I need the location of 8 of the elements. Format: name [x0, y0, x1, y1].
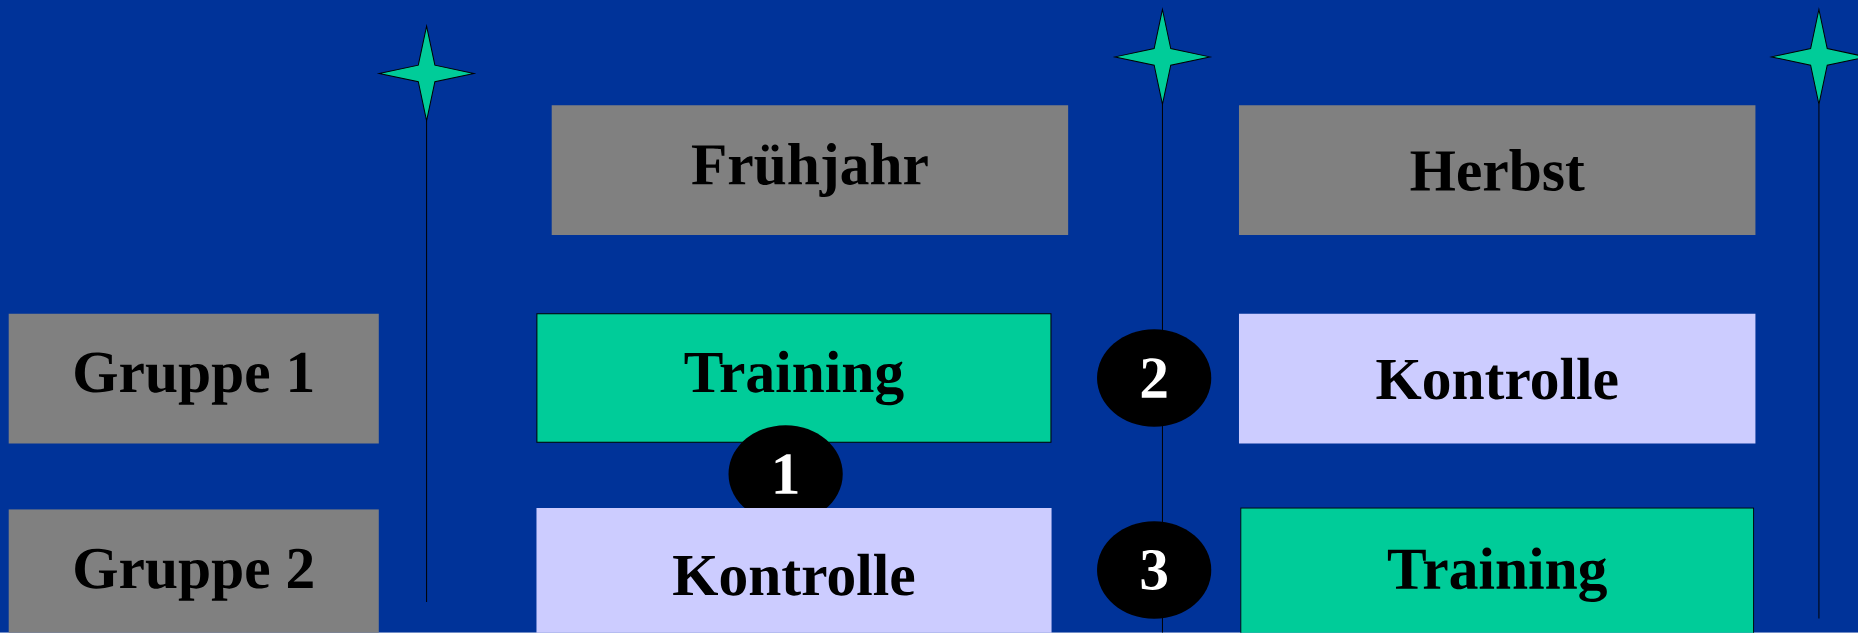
group-label-box: Gruppe 2: [8, 509, 379, 633]
control-box: Kontrolle: [1239, 313, 1756, 444]
season-header-box: Frühjahr: [551, 105, 1069, 235]
training-box: Training: [1240, 507, 1755, 633]
training-box: Training: [536, 313, 1052, 443]
season-header-box: Herbst: [1239, 105, 1756, 235]
group-label-box: Gruppe 1: [8, 313, 379, 444]
control-box: Kontrolle: [536, 508, 1052, 633]
